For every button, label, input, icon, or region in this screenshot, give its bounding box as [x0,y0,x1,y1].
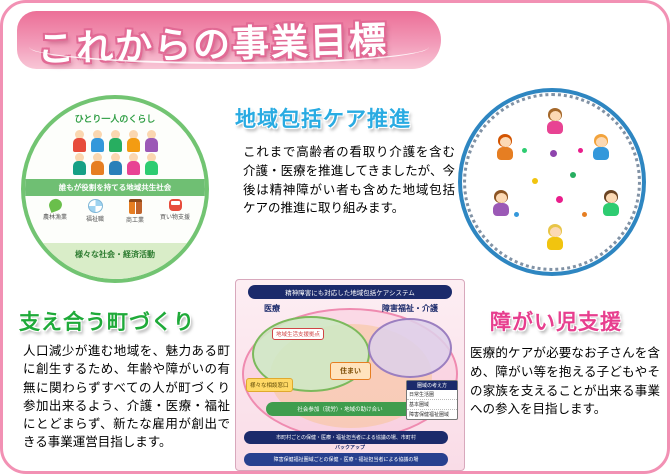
children-section-heading: 障がい児支援 [490,311,622,334]
economy-icon-label: 買い物支援 [159,215,190,221]
confetti-dot [550,150,557,157]
person-figure [126,130,141,152]
windmill-icon [87,199,103,213]
economy-item: 福祉職 [79,199,111,224]
child-figure [488,190,514,220]
person-figure [144,153,159,175]
children-circle-illustration [458,88,646,276]
person-figure [90,153,105,175]
plant-icon [46,197,64,213]
diagram-welfare-ellipse [368,318,452,378]
people-row-front [72,153,159,175]
confetti-dot [522,148,527,153]
diagram-support-base-label: 地域生活支援拠点 [272,328,325,340]
diagram-participation-band: 社会参加（就労）・地域の助け合い [266,402,414,416]
economy-icon-label: 農林漁業 [42,215,67,221]
confetti-dot [582,212,587,217]
child-figure [492,134,518,164]
diagram-area-box: 圏域の考え方 日常生活圏 基本圏域 障害保健福祉圏域 [406,380,458,420]
confetti-dot [570,172,576,178]
circle-top-label: ひとり一人のくらし [74,114,156,124]
economy-item: 商工業 [119,199,151,224]
confetti-dot [514,212,519,217]
diagram-housing-label: 住まい [330,362,371,380]
diagram-area-row: 障害保健福祉圏域 [409,412,450,418]
page-title: これからの事業目標 [36,19,389,70]
child-figure [588,134,614,164]
economy-icons-row: 農林漁業 福祉職 商工業 買い物支援 [25,197,205,224]
people-row-back [72,130,159,152]
diagram-consultation-label: 様々な相談窓口 [246,378,293,392]
person-figure [144,130,159,152]
children-section-body: 医療的ケアが必要なお子さんを含め、障がい等を抱える子どもやその家族を支えることが… [470,346,660,417]
town-section-heading: 支え合う町づくり [19,311,195,334]
diagram-area-row: 日常生活圏 [407,390,457,400]
town-section-body: 人口減少が進む地域を、魅力ある町に創生するため、年齢や障がいの有無に関わらずすべ… [23,344,230,450]
diagram-backup-label: バックアップ [334,445,365,451]
person-figure [108,153,123,175]
person-figure [90,130,105,152]
diagram-welfare-label: 障害福祉・介護 [382,304,438,313]
person-figure [108,130,123,152]
diagram-council-bar: 市町村ごとの保健・医療・福祉担当者による協議の場、市町村 [244,431,448,444]
care-system-diagram: 精神障害にも対応した地域包括ケアシステム 医療 障害福祉・介護 地域生活支援拠点… [235,279,465,471]
diagram-title: 精神障害にも対応した地域包括ケアシステム [248,285,452,299]
circle-bottom-label: 様々な社会・経済活動 [25,243,205,279]
diagram-area-row: 基本圏域 [407,400,457,410]
child-figure [542,108,568,138]
person-figure [72,130,87,152]
economy-icon-label: 商工業 [125,218,144,224]
child-figure [542,224,568,254]
diagram-area-box-title: 圏域の考え方 [407,381,457,390]
community-circle-illustration: ひとり一人のくらし 誰もが役割を持てる地域共生社会 農林漁業 [21,95,209,283]
circle-middle-band: 誰もが役割を持てる地域共生社会 [25,179,205,196]
people-illustration [25,129,205,175]
confetti-dot [556,196,563,203]
confetti-dot [578,148,583,153]
economy-item: 農林漁業 [39,197,71,224]
economy-item: 買い物支援 [159,199,191,224]
person-figure [72,153,87,175]
care-section-heading: 地域包括ケア推進 [235,108,411,131]
diagram-medical-label: 医療 [264,304,280,313]
child-figure [598,190,624,220]
bus-icon [168,199,182,211]
buildings-icon [128,199,142,214]
person-figure [126,153,141,175]
confetti-dot [532,178,538,184]
economy-icon-label: 福祉職 [85,217,104,223]
care-section-body: これまで高齢者の看取り介護を含む介護・医療を推進してきましたが、今後は精神障がい… [243,145,455,216]
header-banner: これからの事業目標 [17,11,441,70]
diagram-prefecture-bar: 障害保健福祉圏域ごとの保健・医療・福祉担当者による協議の場 [244,453,448,466]
